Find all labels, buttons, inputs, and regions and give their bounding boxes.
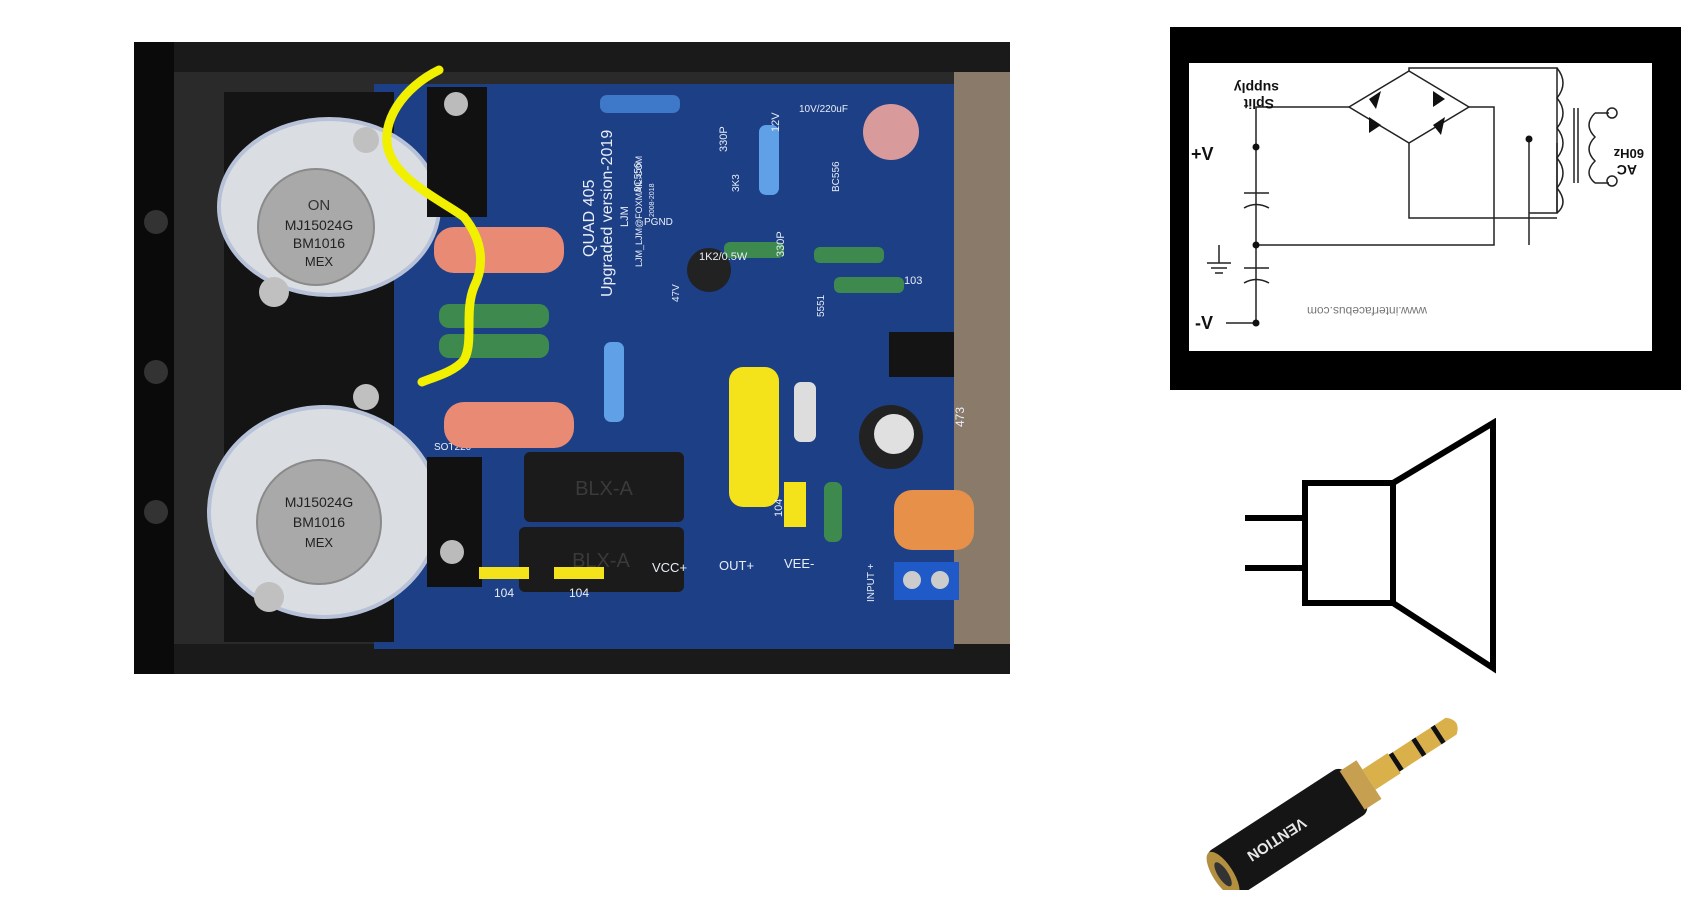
board-email: LJM_LJM@FOXMAIL.COM — [634, 156, 644, 267]
label-ac-line1: AC — [1617, 162, 1637, 178]
label-sot220: SOT220 — [434, 442, 472, 453]
label-out: OUT+ — [719, 558, 754, 573]
svg-text:9C556: 9C556 — [633, 162, 644, 192]
svg-text:103: 103 — [904, 275, 922, 287]
relay-bottom-label: BLX-A — [572, 550, 630, 572]
svg-text:3K3: 3K3 — [731, 174, 742, 192]
svg-text:47V: 47V — [671, 284, 682, 302]
resistor-pink-2 — [444, 402, 574, 448]
svg-text:12V: 12V — [770, 112, 782, 132]
highlight-annotation — [382, 65, 486, 387]
board-title: QUAD 405 — [581, 180, 598, 257]
to220-device-bottom — [427, 457, 482, 587]
capacitor-electrolytic-top — [863, 104, 919, 160]
transistor-bottom-line3: MEX — [305, 535, 334, 550]
svg-text:330P: 330P — [775, 231, 787, 257]
transistor-top-line3: MEX — [305, 254, 334, 269]
board-date: 2008-2018 — [649, 183, 656, 217]
amplifier-board-photo: ON MJ15024G BM1016 MEX MJ15024G BM1016 M… — [134, 42, 1010, 674]
label-vee: VEE- — [784, 556, 814, 571]
svg-text:330P: 330P — [718, 126, 730, 152]
svg-text:10V/220uF: 10V/220uF — [799, 104, 848, 115]
board-author: LJM — [619, 206, 631, 227]
label-plus-v: +V — [1191, 144, 1214, 164]
svg-text:104: 104 — [569, 586, 589, 600]
transistor-top-line2: BM1016 — [293, 235, 345, 251]
label-ac-line2: 60Hz — [1613, 146, 1644, 161]
transistor-top-line1: MJ15024G — [285, 217, 353, 233]
speaker-icon — [1245, 417, 1505, 683]
schematic-title-line2: supply — [1234, 80, 1279, 96]
schematic-title-line1: Split — [1243, 96, 1274, 112]
audio-jack-adapter: VENTION — [1190, 690, 1490, 897]
svg-text:104: 104 — [494, 586, 514, 600]
schematic-watermark: www.interfacebus.com — [1307, 304, 1428, 318]
svg-text:BC556: BC556 — [831, 161, 842, 192]
op-amp-chip — [889, 332, 954, 377]
transistor-bottom-line1: MJ15024G — [285, 494, 353, 510]
svg-text:104: 104 — [773, 499, 785, 517]
resistor-pink-1 — [434, 227, 564, 273]
relay-top — [524, 452, 684, 522]
relay-top-label: BLX-A — [575, 478, 633, 500]
label-minus-v: -V — [1195, 313, 1213, 333]
capacitor-orange — [894, 490, 974, 550]
label-vcc: VCC+ — [652, 560, 687, 575]
split-supply-schematic: Split supply +V -V AC 60Hz www.interface… — [1170, 27, 1681, 390]
capacitor-electrolytic-mid — [687, 248, 731, 292]
power-transistor-top: ON MJ15024G BM1016 MEX — [217, 117, 441, 307]
transistor-bottom-line2: BM1016 — [293, 514, 345, 530]
power-transistor-bottom: MJ15024G BM1016 MEX — [207, 384, 441, 619]
svg-text:1K2/0.5W: 1K2/0.5W — [699, 251, 748, 263]
svg-text:473: 473 — [953, 407, 967, 427]
board-subtitle: Upgraded version-2019 — [599, 130, 616, 297]
svg-text:PGND: PGND — [644, 217, 673, 228]
transistor-top-logo: ON — [308, 197, 331, 214]
svg-text:5551: 5551 — [816, 294, 827, 317]
capacitor-yellow — [729, 367, 779, 507]
label-input: INPUT + — [866, 563, 877, 602]
